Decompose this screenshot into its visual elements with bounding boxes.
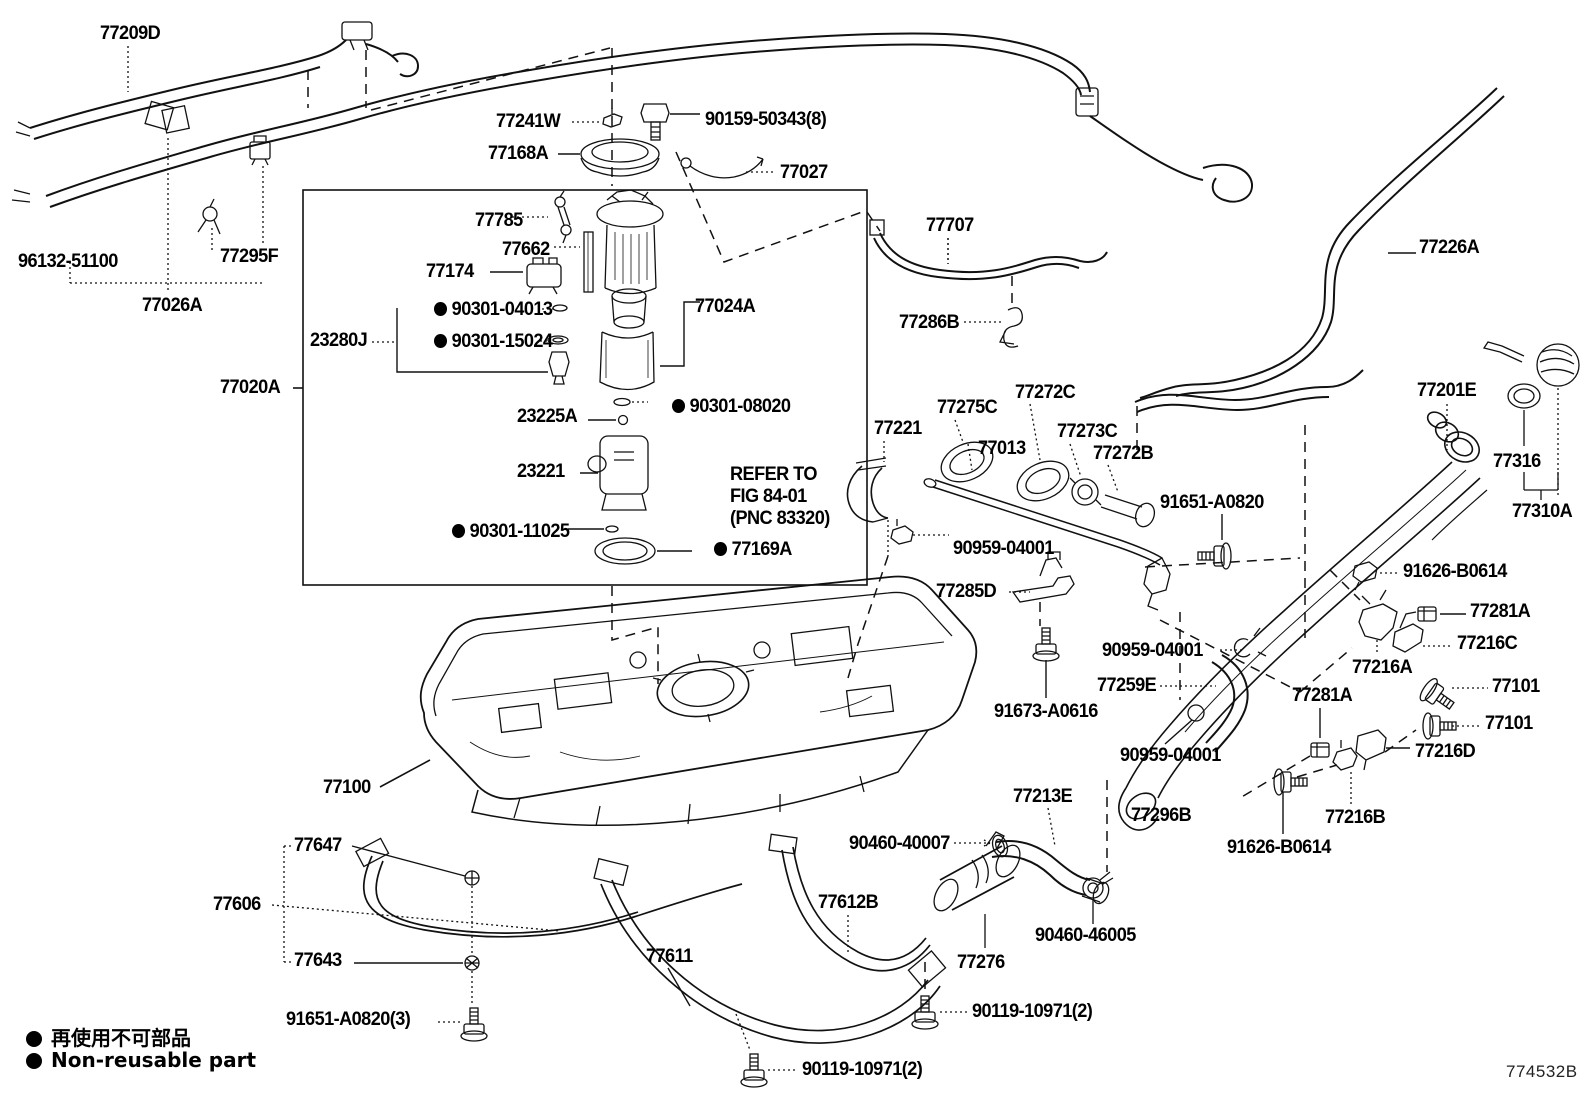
part-label: 77276: [957, 951, 1005, 973]
fuel-tank-art: [419, 575, 978, 827]
part-label: 91651-A0820: [1160, 491, 1264, 513]
part-label: 77241W: [496, 110, 561, 132]
part-label: 90301-08020: [672, 396, 791, 417]
strap-art: [355, 833, 947, 1044]
part-label: 91626-B0614: [1227, 836, 1331, 858]
part-label: 23225A: [517, 405, 578, 427]
part-label: 77216C: [1457, 632, 1518, 654]
part-label: 77295F: [220, 245, 279, 267]
fuel-pump-art: [372, 189, 700, 565]
part-label: 77027: [780, 161, 828, 183]
nonreusable-dot-icon: [26, 1031, 42, 1047]
part-label: 91626-B0614: [1403, 560, 1507, 582]
part-label: 77216A: [1352, 656, 1413, 678]
line-art: [11, 21, 1580, 1088]
part-label: 77281A: [1292, 684, 1353, 706]
legend-jp-text: 再使用不可部品: [51, 1026, 191, 1050]
part-label: 90460-40007: [849, 832, 950, 854]
nonreusable-dot-icon: [714, 542, 728, 556]
part-label: 77662: [502, 238, 550, 260]
legend-nonreusable-jp: 再使用不可部品: [26, 1022, 191, 1051]
part-label: (PNC 83320): [730, 507, 830, 529]
filler-pipe-art: [1118, 411, 1488, 831]
part-label: 77285D: [936, 580, 997, 602]
part-label: 77643: [294, 949, 342, 971]
part-label: 77785: [475, 209, 523, 231]
nonreusable-dot-icon: [672, 399, 686, 413]
part-label: 23280J: [310, 329, 368, 351]
part-label: 90959-04001: [1120, 744, 1221, 766]
part-label: 77275C: [937, 396, 998, 418]
part-label: 77273C: [1057, 420, 1118, 442]
part-label: 77169A: [714, 539, 792, 560]
part-label: 77101: [1492, 675, 1540, 697]
part-label: 90301-04013: [434, 299, 553, 320]
part-label: 77316: [1493, 450, 1541, 472]
part-label: 77209D: [100, 22, 161, 44]
part-label: 90119-10971(2): [802, 1058, 923, 1080]
part-label: 90959-04001: [1102, 639, 1203, 661]
breather-parts-art: [846, 403, 1171, 611]
part-label: 77296B: [1131, 804, 1192, 826]
part-label: REFER TO: [730, 463, 817, 485]
part-label: 77101: [1485, 712, 1533, 734]
part-label: 77286B: [899, 311, 960, 333]
part-label: 77100: [323, 776, 371, 798]
part-label: 90959-04001: [953, 537, 1054, 559]
part-label: 77213E: [1013, 785, 1073, 807]
part-label: 77221: [874, 417, 922, 439]
part-label: FIG 84-01: [730, 485, 807, 507]
part-label: 77216B: [1325, 806, 1386, 828]
part-label: 77611: [646, 945, 693, 967]
part-label: 77259E: [1097, 674, 1157, 696]
legend-nonreusable-en: Non-reusable part: [26, 1048, 256, 1072]
hose-art: [933, 612, 1267, 948]
part-label: 90301-11025: [452, 521, 570, 542]
fuel-tube-art: [29, 32, 1254, 208]
part-label: 77201E: [1417, 379, 1477, 401]
part-label: 90119-10971(2): [972, 1000, 1093, 1022]
nonreusable-dot-icon: [452, 524, 466, 538]
part-label: 77168A: [488, 142, 549, 164]
part-label: 23221: [517, 460, 565, 482]
legend-en-text: Non-reusable part: [51, 1048, 257, 1072]
part-label: 77281A: [1470, 600, 1531, 622]
part-label: 77606: [213, 893, 261, 915]
part-label: 77707: [926, 214, 974, 236]
part-label: 90460-46005: [1035, 924, 1136, 946]
part-label: 96132-51100: [18, 250, 118, 272]
part-label: 90159-50343(8): [705, 108, 827, 130]
part-label: 77024A: [695, 295, 756, 317]
part-label: 77216D: [1415, 740, 1476, 762]
part-label: 77272C: [1015, 381, 1076, 403]
part-label: 77647: [294, 834, 342, 856]
diagram-code: 774532B: [1506, 1062, 1578, 1081]
part-label: 77020A: [220, 376, 281, 398]
part-label: 91651-A0820(3): [286, 1008, 411, 1030]
nonreusable-dot-icon: [434, 302, 448, 316]
part-label: 91673-A0616: [994, 700, 1098, 722]
part-label: 90301-15024: [434, 331, 553, 352]
part-label: 77013: [978, 437, 1026, 459]
part-label: 77174: [426, 260, 474, 282]
filler-hardware-art: [1159, 561, 1488, 834]
nonreusable-dot-icon: [434, 334, 448, 348]
nonreusable-dot-icon: [26, 1053, 42, 1069]
part-label: 77226A: [1419, 236, 1480, 258]
part-label: 77612B: [818, 891, 879, 913]
part-label: 77026A: [142, 294, 203, 316]
part-label: 77272B: [1093, 442, 1154, 464]
part-label: 77310A: [1512, 500, 1573, 522]
